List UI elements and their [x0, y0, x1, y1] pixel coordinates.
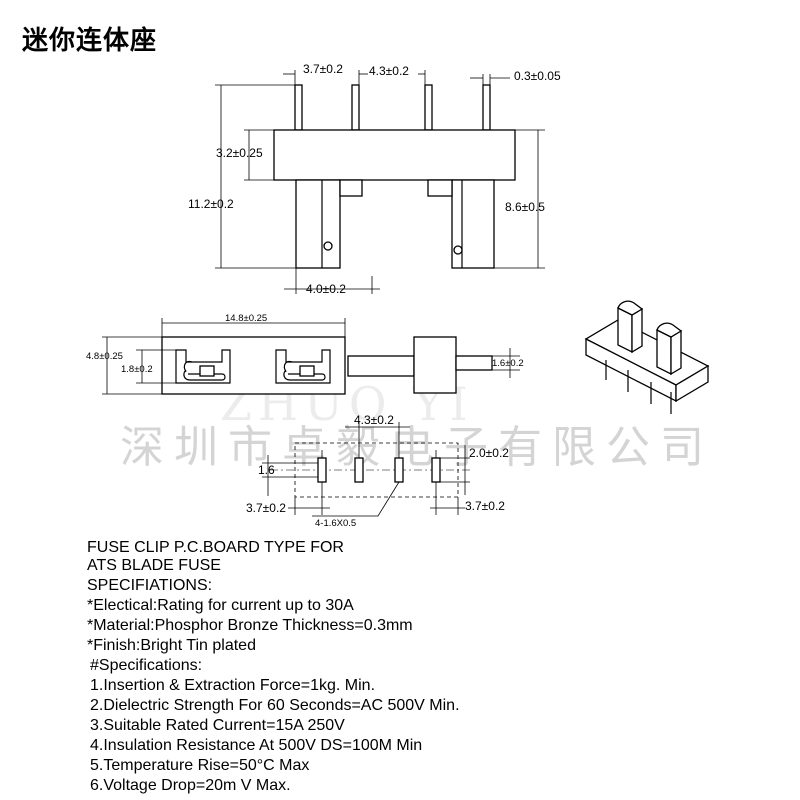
spec-item: 4.Insulation Resistance At 500V DS=100M …: [90, 737, 423, 754]
hole-1: [317, 457, 327, 483]
spec-title: SPECIFIATIONS:: [87, 577, 213, 594]
page-title: 迷你连体座: [22, 26, 158, 56]
side-housing: [413, 336, 457, 394]
dim-body-height: 3.2±0.25: [216, 146, 263, 160]
left-clip: [295, 179, 341, 269]
pin-3: [424, 84, 433, 131]
top-housing: [161, 336, 346, 395]
spec-line: *Finish:Bright Tin plated: [87, 637, 256, 654]
dim-pin-thickness: 0.3±0.05: [514, 69, 561, 83]
dim-fp-row-offset: 1.6: [258, 463, 275, 477]
dim-fp-left-pitch: 3.7±0.2: [246, 501, 286, 515]
housing-body: [273, 129, 516, 181]
sub-title: #Specifications:: [90, 657, 203, 674]
isometric-view: [584, 300, 710, 414]
watermark-cn: 深圳市卓毅电子有限公司: [120, 422, 714, 473]
pin-4: [482, 84, 491, 131]
spec-item: 2.Dielectric Strength For 60 Seconds=AC …: [90, 697, 460, 714]
spec-line: *Material:Phosphor Bronze Thickness=0.3m…: [87, 617, 413, 634]
dim-clip-gap: 4.0±0.2: [306, 282, 346, 296]
top-view: 14.8±0.25 4.8±0.25 1.8±0.2: [86, 313, 346, 395]
hole-2: [354, 457, 364, 483]
right-clip: [451, 179, 495, 269]
spec-item: 5.Temperature Rise=50°C Max: [90, 757, 310, 774]
dim-fp-center-pitch: 4.3±0.2: [354, 413, 394, 427]
heading-line-1: FUSE CLIP P.C.BOARD TYPE FOR: [87, 539, 344, 556]
dim-fp-right-pitch: 3.7±0.2: [465, 499, 505, 513]
specifications-block: FUSE CLIP P.C.BOARD TYPE FOR ATS BLADE F…: [87, 538, 460, 796]
hole-3: [394, 457, 404, 483]
heading-line-2: ATS BLADE FUSE: [87, 557, 221, 574]
dim-top-length: 14.8±0.25: [225, 313, 267, 324]
spec-item: 6.Voltage Drop=20m V Max.: [90, 777, 291, 794]
pcb-footprint: 4.3±0.2 2.0±0.2 1.6 3.7±0.2 3.7±0.2 4-1.…: [246, 413, 509, 529]
pin-2: [351, 84, 360, 131]
dim-total-height: 11.2±0.2: [188, 197, 234, 211]
dim-clip-height: 8.6±0.5: [505, 200, 545, 214]
side-view: 1.6±0.2: [347, 336, 524, 394]
dim-pitch-right: 4.3±0.2: [369, 64, 409, 78]
dim-top-slot: 1.8±0.2: [121, 364, 153, 375]
spec-item: 1.Insertion & Extraction Force=1kg. Min.: [90, 677, 376, 694]
pin-1: [294, 84, 303, 131]
dim-fp-holes: 4-1.6X0.5: [315, 518, 356, 529]
dim-top-width: 4.8±0.25: [86, 351, 123, 362]
dim-side-thickness: 1.6±0.2: [492, 358, 524, 369]
dim-fp-hole-length: 2.0±0.2: [469, 446, 509, 460]
hole-4: [431, 457, 441, 483]
front-view: 3.7±0.2 4.3±0.2 0.3±0.05 11.2±0.2 3.2±0.…: [188, 62, 561, 296]
spec-item: 3.Suitable Rated Current=15A 250V: [90, 717, 345, 734]
side-blade: [347, 355, 415, 377]
spec-line: *Electical:Rating for current up to 30A: [87, 597, 354, 614]
dim-pitch-left: 3.7±0.2: [303, 62, 343, 76]
